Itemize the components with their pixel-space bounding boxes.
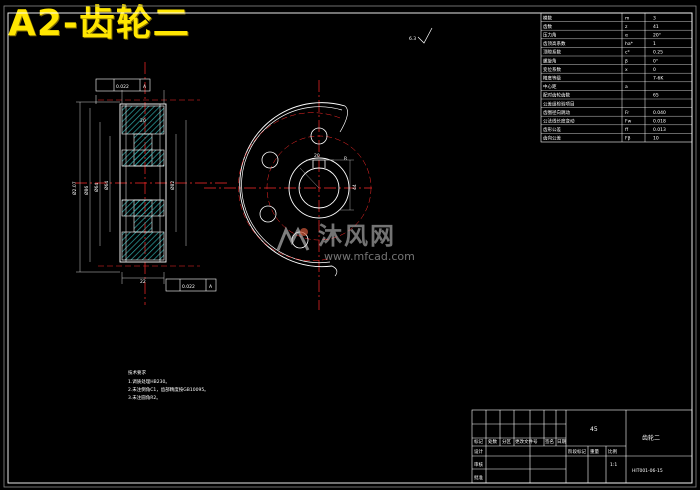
dim-left: Ø2.07 [71, 181, 78, 195]
param-symbol: z [625, 25, 628, 30]
watermark-url: www.mfcad.com [324, 250, 415, 263]
role-design: 设计 [474, 448, 483, 455]
param-value: 1 [653, 41, 656, 47]
mfcad-logo-icon [276, 226, 310, 251]
param-symbol: β [625, 58, 628, 64]
param-name: 精度等级 [543, 75, 561, 82]
header-change: 更改文件号 [515, 438, 538, 445]
param-name: 配对齿轮齿数 [543, 92, 570, 99]
param-value: 0.25 [653, 50, 663, 56]
role-approve: 批准 [474, 474, 483, 481]
param-symbol: Fw [625, 119, 632, 125]
param-name: 齿形公差 [543, 126, 561, 133]
front-view: Ø2.07 Ø86 Ø64 Ø64 Ø82 22 20 0.022 A 0.02… [71, 62, 230, 305]
tolerance-frame-bottom: 0.022 A [165, 278, 217, 292]
watermark: 沐风网 www.mfcad.com [274, 222, 415, 263]
gear-parameter-table: 模数 m 3 齿数 z 41 压力角 α 20° 齿顶高系数 ha* 1 顶隙系数 c* 0.25 螺旋角 β 0… [540, 12, 693, 143]
tech-notes: 技术要求 1.调质处理HB230。 2.未注倒角C1，齿部精度按GB10095。… [128, 369, 209, 401]
roughness-symbol [417, 27, 433, 44]
param-symbol: ha* [625, 41, 634, 47]
outer-frame [3, 5, 697, 488]
page-title: A2-齿轮二 [8, 3, 190, 44]
param-name: 模数 [543, 14, 552, 21]
param-name: 螺旋角 [543, 57, 557, 64]
tolerance-frame-top: 0.022 A [95, 78, 151, 104]
dim-d4: Ø82 [169, 181, 176, 190]
param-name: 齿圈径向跳动 [543, 109, 570, 116]
param-name: 齿顶高系数 [543, 40, 566, 47]
param-symbol: Fβ [625, 136, 631, 142]
param-value: 7-6K [653, 76, 664, 82]
param-name: 公法线长度变动 [543, 118, 575, 125]
param-symbol: Fr [625, 110, 629, 116]
param-value: 65 [653, 93, 659, 99]
param-name: 齿数 [543, 23, 552, 30]
tolerance-top-datum: A [143, 84, 147, 90]
param-value: 0 [653, 67, 656, 73]
param-value: 0.018 [653, 119, 666, 125]
dim-d2: Ø64 [93, 183, 100, 192]
material: 45 [590, 426, 598, 433]
dim-d1: Ø86 [83, 186, 90, 195]
dim-keyway: 44 [352, 184, 358, 190]
param-symbol: α [625, 34, 628, 39]
tech-note-1: 1.调质处理HB230。 [128, 378, 170, 385]
header-zone: 分区 [502, 438, 511, 445]
param-value: 41 [653, 24, 659, 30]
stage-mark-label: 阶段标记 [568, 448, 586, 455]
param-name: 中心距 [543, 83, 557, 90]
param-value: 0.013 [653, 127, 666, 133]
tolerance-bottom-value: 0.022 [182, 284, 195, 290]
title-block [471, 409, 693, 484]
tolerance-top-value: 0.022 [116, 84, 129, 90]
role-review: 审核 [474, 461, 483, 468]
inner-frame [7, 12, 693, 484]
dim-d3: Ø64 [103, 181, 110, 190]
param-name: 公差组检验项目 [543, 100, 575, 107]
side-view: 20 44 R [204, 80, 372, 310]
dim-width: 22 [140, 279, 146, 285]
param-symbol: c* [625, 50, 630, 56]
header-mark: 标记 [474, 438, 483, 445]
param-value: 0.040 [653, 110, 666, 116]
param-symbol: a [625, 85, 628, 90]
dim-angle: R [344, 156, 347, 162]
param-value: 3 [653, 15, 656, 21]
param-value: 0° [653, 58, 658, 64]
param-value: 20° [653, 33, 661, 39]
dim-hub: 20 [140, 118, 146, 124]
header-sign: 签名 [545, 438, 554, 445]
param-name: 齿向公差 [543, 135, 561, 142]
param-symbol: ff [625, 127, 629, 133]
weight-label: 重量 [590, 448, 599, 455]
param-symbol: m [625, 16, 629, 21]
part-name: 齿轮二 [642, 434, 660, 442]
watermark-brand: 沐风网 [318, 222, 396, 250]
param-name: 压力角 [543, 32, 557, 39]
drawing-number: HIT001-06-15 [632, 468, 663, 474]
tech-note-2: 2.未注倒角C1，齿部精度按GB10095。 [128, 386, 209, 393]
param-value: 10 [653, 136, 659, 142]
roughness-value: 6.3 [409, 36, 416, 42]
param-name: 变位系数 [543, 66, 561, 73]
dim-slot: 20 [314, 153, 320, 159]
param-symbol: x [625, 68, 628, 73]
scale-value: 1:1 [610, 462, 617, 468]
tech-note-3: 3.未注圆角R2。 [128, 394, 161, 401]
tolerance-bottom-datum: A [209, 284, 213, 290]
tech-notes-heading: 技术要求 [128, 369, 146, 376]
header-date: 日期 [557, 439, 566, 445]
scale-label: 比例 [608, 448, 617, 455]
header-count: 处数 [488, 438, 497, 445]
param-name: 顶隙系数 [543, 49, 561, 56]
